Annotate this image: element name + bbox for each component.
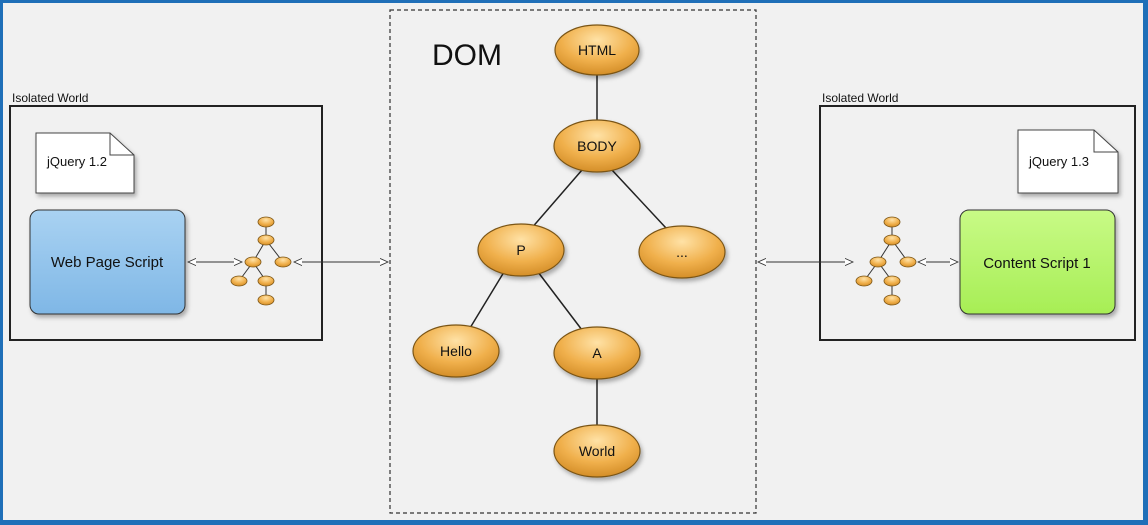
node-a: A — [553, 326, 641, 380]
left-world-box — [9, 105, 323, 341]
node-body: BODY — [553, 119, 641, 173]
node-html-label: HTML — [578, 42, 616, 58]
node-hello-label: Hello — [440, 343, 472, 359]
node-p-label: P — [516, 242, 525, 258]
web-page-script-box: Web Page Script — [29, 209, 186, 315]
left-library-label: jQuery 1.2 — [46, 154, 107, 169]
dom-tree-edges — [469, 72, 667, 428]
node-a-label: A — [592, 345, 602, 361]
node-html: HTML — [554, 24, 640, 76]
node-world-label: World — [579, 443, 615, 459]
isolated-worlds-diagram: DOM HTML BODY P ... Hello A World Isolat… — [9, 9, 1136, 514]
right-world-title: Isolated World — [822, 91, 898, 105]
node-more: ... — [638, 225, 726, 279]
dom-container — [389, 9, 757, 514]
left-world-title: Isolated World — [12, 91, 88, 105]
left-library-doc: jQuery 1.2 — [35, 132, 135, 194]
node-p: P — [477, 223, 565, 277]
web-page-script-label: Web Page Script — [51, 254, 164, 271]
node-world: World — [553, 424, 641, 478]
node-more-label: ... — [676, 244, 688, 260]
right-world-box — [819, 105, 1136, 341]
content-script-box: Content Script 1 — [959, 209, 1116, 315]
node-hello: Hello — [412, 324, 500, 378]
left-mini-tree-icon — [230, 216, 292, 306]
right-mini-tree-icon — [855, 216, 917, 306]
content-script-label: Content Script 1 — [983, 255, 1091, 272]
node-body-label: BODY — [577, 138, 617, 154]
right-library-doc: jQuery 1.3 — [1017, 129, 1119, 194]
diagram-canvas: DOM HTML BODY P ... Hello A World Isolat… — [3, 3, 1143, 520]
dom-title: DOM — [432, 39, 502, 72]
right-library-label: jQuery 1.3 — [1028, 154, 1089, 169]
